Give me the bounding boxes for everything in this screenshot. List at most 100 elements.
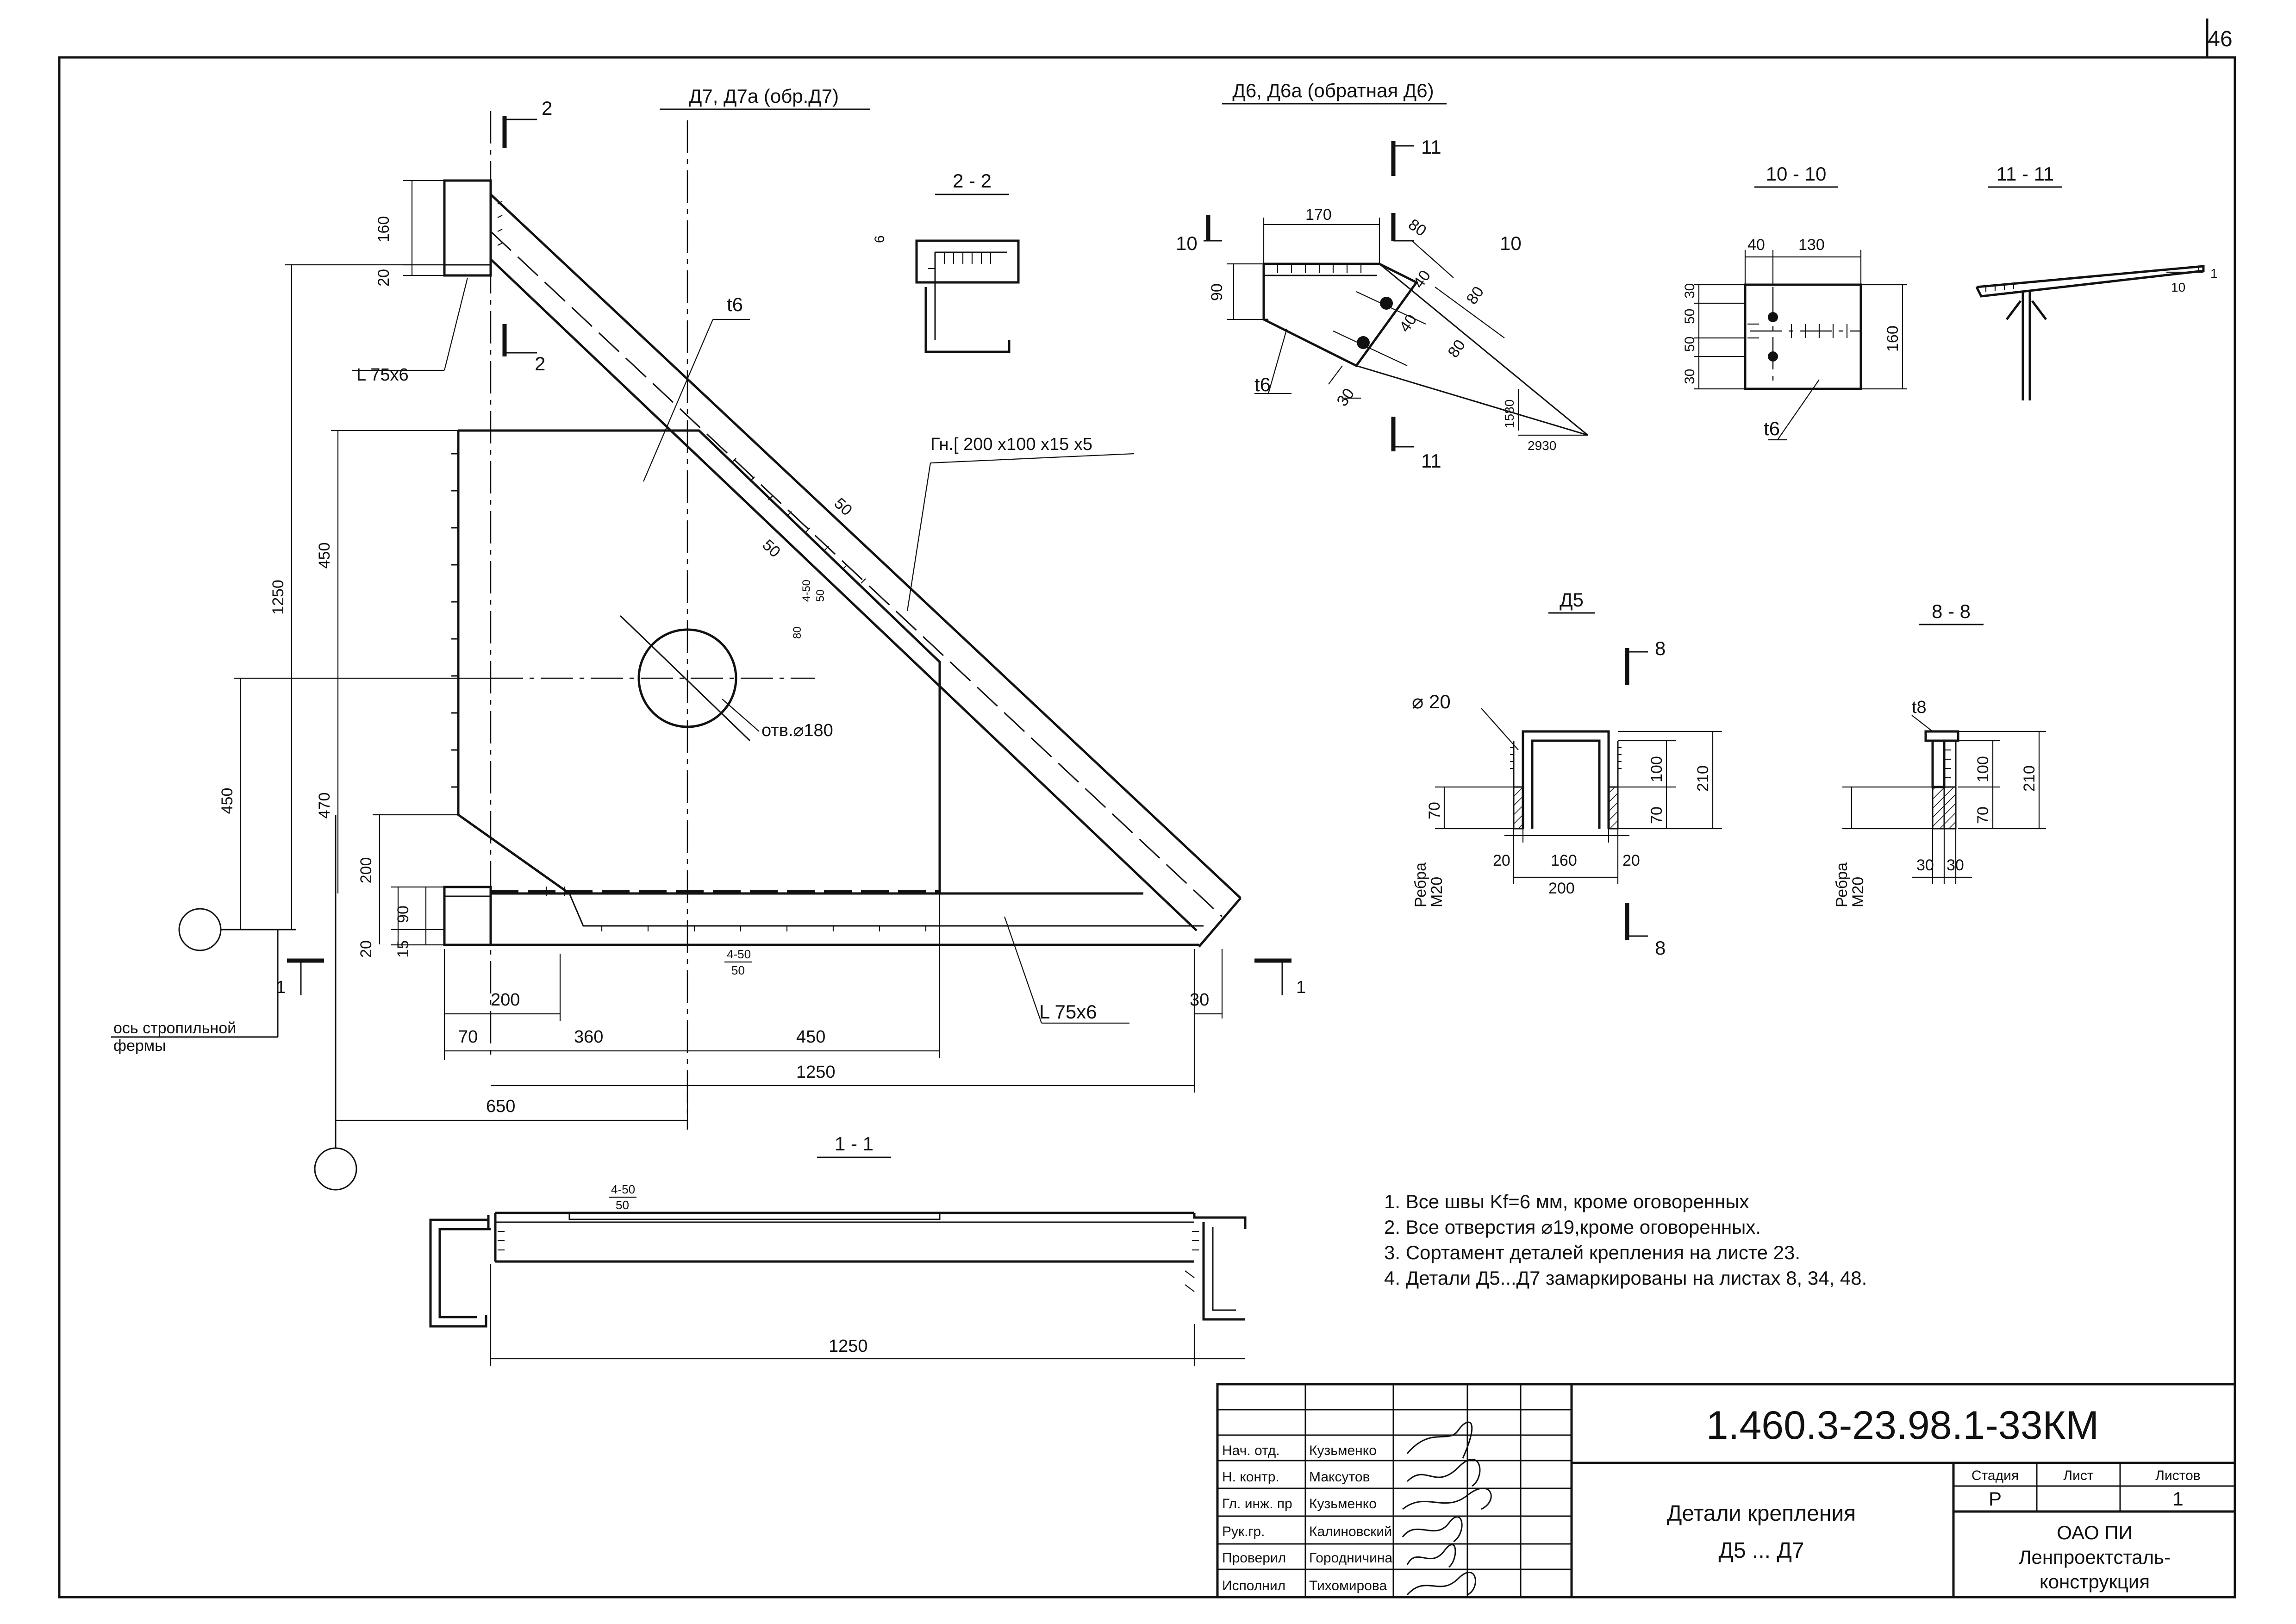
stage-header: Стадия <box>1972 1468 2019 1483</box>
s10-dim-30b: 30 <box>1682 369 1697 384</box>
section-1-1 <box>429 1212 1247 1366</box>
d5-title: Д5 <box>1560 589 1584 611</box>
section-10-10 <box>1694 250 1907 441</box>
sig-name: Максутов <box>1309 1469 1370 1485</box>
d6-cut10-right: 10 <box>1500 232 1522 254</box>
d5-dim-210: 210 <box>1694 765 1712 792</box>
d7-weld-frac1: 4-50 <box>800 580 813 602</box>
d6-plate: t6 <box>1254 374 1271 395</box>
d6-dim-40b: 40 <box>1396 311 1420 336</box>
d6-drawing <box>1204 141 1588 451</box>
d7-dim-20a: 20 <box>375 269 393 287</box>
d7-cut2-bot: 2 <box>535 353 545 375</box>
d7-dim-90: 90 <box>394 906 412 923</box>
s10-dim-160: 160 <box>1884 325 1902 352</box>
note-2: 2. Все отверстия ⌀19,кроме оговоренных. <box>1384 1216 1761 1238</box>
s10-dim-30a: 30 <box>1682 283 1697 299</box>
d7-cut1-right: 1 <box>1296 978 1306 997</box>
s88-dim-30a: 30 <box>1916 856 1934 874</box>
section-2-2-title: 2 - 2 <box>953 170 992 192</box>
s88-dim-100: 100 <box>1974 756 1992 782</box>
d6-dim-90: 90 <box>1208 283 1226 301</box>
d7-dim-1250v: 1250 <box>269 580 287 615</box>
note-3: 3. Сортамент деталей крепления на листе … <box>1384 1242 1800 1263</box>
s10-dim-130: 130 <box>1798 236 1825 254</box>
section-1-1-title: 1 - 1 <box>835 1133 873 1155</box>
d7-dim-470: 470 <box>316 793 333 819</box>
d6-slope-v: 1580 <box>1502 400 1516 428</box>
section-8-8 <box>1842 715 2046 884</box>
s88-plate: t8 <box>1912 698 1927 717</box>
s10-dim-50a: 50 <box>1682 309 1697 324</box>
sheets-header: Листов <box>2155 1468 2200 1483</box>
d5-dim-20b: 20 <box>1622 852 1640 869</box>
sig-name: Калиновский <box>1309 1524 1392 1539</box>
axis-label-2: фермы <box>113 1037 166 1055</box>
d5-dim-20a: 20 <box>1493 852 1510 869</box>
d7-bottom-frac-bot: 50 <box>731 963 745 977</box>
sig-name: Кузьменко <box>1309 1443 1377 1458</box>
title-line1: Детали крепления <box>1667 1501 1856 1526</box>
d6-slope-h: 2930 <box>1528 438 1556 453</box>
d6-dim-170: 170 <box>1305 206 1332 224</box>
d7-bottom-frac-top: 4-50 <box>727 947 751 961</box>
s11sec-dim-1250: 1250 <box>829 1337 868 1356</box>
d7-dim-450a: 450 <box>316 543 333 569</box>
d6-dim-30: 30 <box>1333 385 1358 410</box>
s88-dim-30b: 30 <box>1947 856 1964 874</box>
d7-drawing <box>111 111 1292 1191</box>
d7-dim-20b: 20 <box>357 940 375 958</box>
s10-dim-40: 40 <box>1747 236 1765 254</box>
d5-dim-70r: 70 <box>1648 806 1666 824</box>
d6-dim-80a: 80 <box>1405 215 1429 240</box>
s11-slope-10: 10 <box>2171 280 2185 294</box>
d7-dim-450b: 450 <box>218 788 236 814</box>
s11-slope-1: 1 <box>2210 266 2218 281</box>
d7-dim-15: 15 <box>394 940 412 958</box>
d7-dim-200h: 200 <box>491 990 520 1010</box>
d6-dim-80c: 80 <box>1444 337 1469 361</box>
d5-dim-200: 200 <box>1548 880 1575 897</box>
s10-plate: t6 <box>1764 418 1780 439</box>
page-number: 46 <box>2208 27 2232 51</box>
sig-role: Рук.гр. <box>1222 1524 1265 1539</box>
signature-rows: Нач. отд. Кузьменко Н. контр. Максутов Г… <box>1222 1443 1392 1593</box>
d7-channel: Гн.[ 200 x100 x15 x5 <box>930 435 1092 454</box>
section-11-11 <box>1975 265 2205 400</box>
d7-weld-80: 80 <box>791 626 804 639</box>
d6-cut11-bot: 11 <box>1421 450 1441 472</box>
sig-role: Нач. отд. <box>1222 1443 1280 1458</box>
d5-drawing <box>1435 648 1722 940</box>
section-8-8-title: 8 - 8 <box>1932 600 1971 622</box>
doc-code: 1.460.3-23.98.1-33КМ <box>1706 1403 2099 1448</box>
d7-dim-160: 160 <box>375 216 393 243</box>
axis-label-1: ось стропильной <box>113 1019 236 1037</box>
sheet-header: Лист <box>2063 1468 2093 1483</box>
d7-dim-650: 650 <box>486 1097 515 1116</box>
s11sec-frac-top: 4-50 <box>611 1182 635 1196</box>
d6-dim-80b: 80 <box>1463 283 1487 308</box>
d6-cut11-top: 11 <box>1421 136 1441 158</box>
d7-dim-450h: 450 <box>796 1027 825 1047</box>
d5-dim-70l: 70 <box>1426 802 1443 819</box>
d5-ribs2: М20 <box>1428 877 1446 907</box>
d5-hole: ⌀ 20 <box>1412 691 1451 712</box>
d6-title: Д6, Д6а (обратная Д6) <box>1232 80 1434 101</box>
s10-dim-50b: 50 <box>1682 337 1697 352</box>
d7-hole: отв.⌀180 <box>761 721 833 740</box>
d7-cut1-left: 1 <box>276 978 286 997</box>
d7-dim-1250h: 1250 <box>796 1062 836 1082</box>
notes: 1. Все швы Kf=6 мм, кроме оговоренных 2.… <box>1384 1191 1867 1289</box>
d5-dim-160: 160 <box>1551 852 1577 869</box>
s88-ribs2: М20 <box>1849 877 1867 907</box>
d6-cut10-left: 10 <box>1176 232 1198 254</box>
s11sec-frac-bot: 50 <box>616 1198 629 1212</box>
note-4: 4. Детали Д5...Д7 замаркированы на листа… <box>1384 1267 1867 1289</box>
d5-dim-100: 100 <box>1648 756 1666 782</box>
sig-name: Кузьменко <box>1309 1496 1377 1512</box>
org-line1: ОАО ПИ <box>2057 1522 2133 1543</box>
d7-title: Д7, Д7а (обр.Д7) <box>689 85 839 107</box>
d7-dim-360: 360 <box>574 1027 603 1047</box>
d5-cut8-top: 8 <box>1655 637 1666 659</box>
d7-plate-t6: t6 <box>727 294 743 315</box>
